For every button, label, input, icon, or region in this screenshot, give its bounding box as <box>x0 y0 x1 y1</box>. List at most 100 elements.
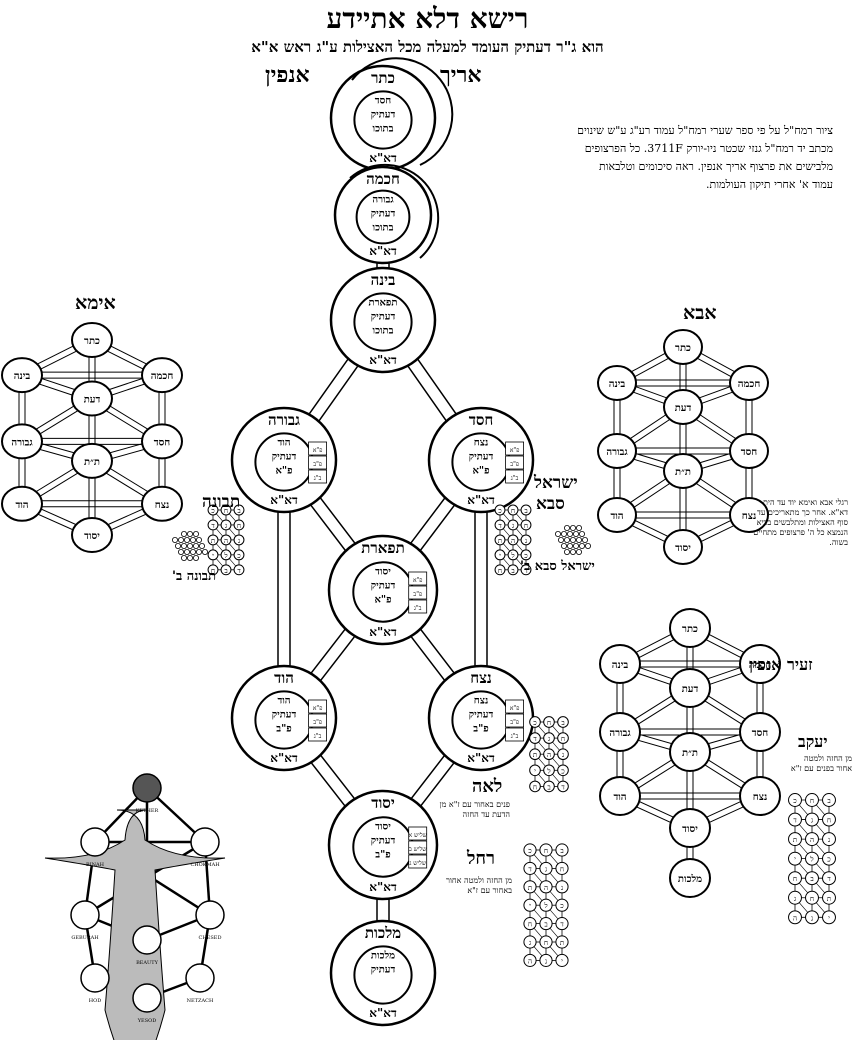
yaakov-label: יעקב <box>798 732 828 751</box>
sefira-name: בינה <box>371 271 396 289</box>
leah-note: פנים באחור עם ז"א מן הדעת עד החזה <box>439 800 510 819</box>
tevuna-b-cluster-dot <box>174 543 181 550</box>
sefira-name: מלכות <box>365 924 401 942</box>
israel-saba-lattice-node-letter: י <box>499 552 501 560</box>
sefira-inner-circle <box>355 189 411 245</box>
yaakov-lattice-node <box>822 832 836 847</box>
aba-node-label: יסוד <box>675 543 691 554</box>
sefira-inner-text: בתוכו <box>373 123 394 134</box>
yaakov-lattice-node-letter: ח <box>793 875 797 883</box>
rachel-lattice-node <box>539 935 553 949</box>
yaakov-lattice-node-letter: ת <box>827 895 831 903</box>
tevuna-b-cluster-dot <box>183 549 190 556</box>
sefira-inner-text: פ"ב <box>375 849 390 860</box>
sefira-inner-text: דעתיק <box>469 451 494 462</box>
sefira-bottom-label: דא"א <box>270 751 298 765</box>
israel-saba-b-cluster-dot <box>558 537 565 544</box>
zeir-node <box>599 712 641 752</box>
sefira-inner-text: יסוד <box>375 566 391 577</box>
leah-lattice-node <box>529 764 541 777</box>
aba-node <box>663 529 703 565</box>
yaakov-lattice-node-letter: ד <box>827 875 831 883</box>
anpin-header: אנפין <box>265 62 310 88</box>
israel-saba-b-cluster-dot <box>561 531 568 538</box>
tevuna-lattice-node <box>220 519 232 531</box>
sefira-inner-text: מלכות <box>371 949 395 961</box>
israel-saba-b-cluster-dot <box>579 543 586 550</box>
sefira-bottom-label: דא"א <box>467 751 495 765</box>
yaakov-lattice-node-letter: ב <box>810 875 814 883</box>
sefira-inner-text: דעתיק <box>371 311 396 322</box>
tevuna-lattice-node <box>220 534 232 546</box>
yaakov-lattice-node-letter: ח <box>827 817 831 825</box>
tevuna-b-cluster-dot <box>201 549 208 556</box>
side-box-label: ב"ג <box>511 475 519 482</box>
zeir-node-label: גבורה <box>609 728 631 739</box>
sefira-inner-text: נצח <box>474 695 488 706</box>
yaakov-lattice-node <box>822 910 836 925</box>
tevuna-b-cluster-dot <box>186 555 193 562</box>
aba-node-label: גבורה <box>606 447 628 458</box>
rachel-lattice-node-letter: ח <box>560 865 564 873</box>
rachel-lattice-node <box>539 953 553 967</box>
side-box <box>505 469 525 484</box>
aba-node-label: ת״ת <box>675 467 691 478</box>
imma-node <box>1 357 43 394</box>
israel-saba-b-cluster-dot <box>576 549 583 556</box>
arich-header: אריך <box>440 62 482 88</box>
yaakov-lattice-node-letter: ל <box>809 856 813 864</box>
tevuna-lattice-node <box>207 549 219 561</box>
israel-saba-lattice-node-letter: ח <box>524 522 528 530</box>
side-box-label: ב"ג <box>511 733 519 740</box>
diagram-subtitle: הוא ג"ר דעתיק העומד למעלה מכל האצילות ע"… <box>251 38 604 56</box>
sefira-inner-text: דעתיק <box>272 451 297 462</box>
rachel-note: מן החזה ולמטה אחור באחור עם ז"א <box>445 876 512 895</box>
israel-saba-lattice-node-letter: ח <box>498 567 502 575</box>
tevuna-lattice-node <box>233 519 245 531</box>
imma-node-label: כתר <box>84 336 100 347</box>
yaakov-lattice-node <box>805 871 819 886</box>
rachel-lattice-node <box>523 843 537 857</box>
side-box <box>308 713 328 728</box>
sefira-inner-text: דעתיק <box>371 580 396 591</box>
leah-lattice-node <box>557 732 569 744</box>
aba-node <box>597 433 637 469</box>
israel-saba-b-cluster-dot <box>564 537 571 544</box>
israel-saba-b-cluster-dot <box>567 543 574 550</box>
imma-node-label: דעת <box>84 395 101 406</box>
zeir-node-label: יסוד <box>682 824 698 835</box>
side-box <box>308 469 328 484</box>
side-box-label: פ"ב <box>510 461 519 468</box>
side-box-label: פ"א <box>413 577 423 584</box>
leah-lattice-node-letter: ח <box>533 783 537 791</box>
leah-lattice-node <box>543 716 555 728</box>
sefira-name: חכמה <box>366 170 400 188</box>
leah-lattice-node <box>543 764 555 777</box>
sefira-name: נצח <box>470 669 492 687</box>
israel-label: ישראל <box>534 473 578 493</box>
imma-node <box>71 442 113 479</box>
zeir-node-label: חכמה <box>749 660 772 671</box>
sefira-inner-text: הוד <box>277 437 290 448</box>
imma-node-label: ת״ת <box>84 457 100 468</box>
yaakov-lattice-node-letter: ב <box>827 797 831 805</box>
leah-label: לאה <box>472 776 503 797</box>
rachel-lattice-node-letter: ת <box>528 884 532 892</box>
tevuna-lattice-node <box>207 534 219 546</box>
yaakov-lattice-node-letter: ד <box>793 817 797 825</box>
yaakov-lattice-node <box>805 910 819 925</box>
aba-node <box>663 329 703 365</box>
yaakov-lattice-node <box>822 890 836 905</box>
sefira-inner-text: פ"א <box>472 465 489 476</box>
zeir-node <box>739 712 781 752</box>
israel-saba-lattice-node-letter: ב <box>524 507 528 515</box>
israel-saba-lattice-node-letter: ה <box>511 537 515 545</box>
israel-saba-b-cluster-dot <box>570 549 577 556</box>
side-box <box>308 441 328 456</box>
sefira-inner-text: דעתיק <box>469 709 494 720</box>
